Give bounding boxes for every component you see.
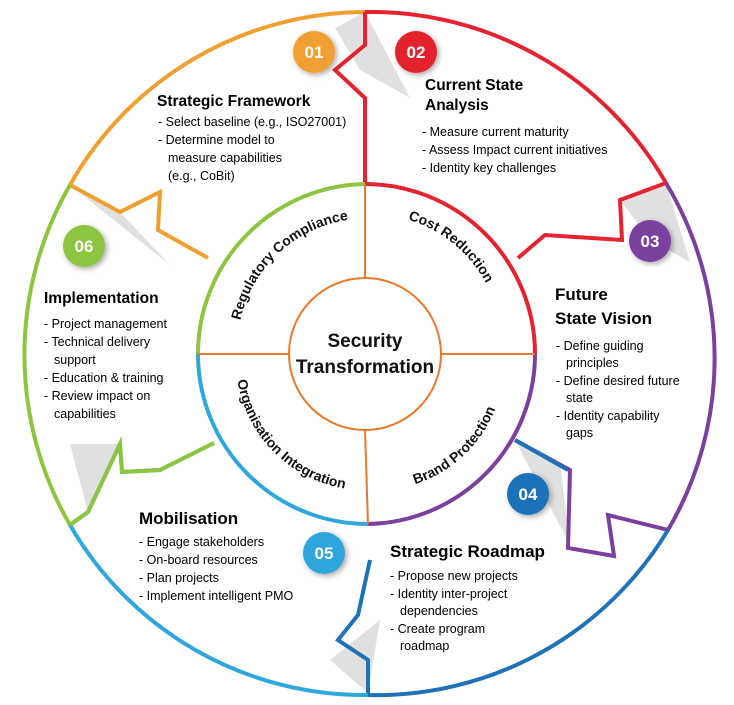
svg-text:state: state xyxy=(566,391,593,405)
segment-04-title: Strategic Roadmap xyxy=(390,542,545,561)
segment-01-text: Strategic Framework - Select baseline (e… xyxy=(157,93,346,183)
segment-01-title: Strategic Framework xyxy=(157,93,311,110)
segment-06-text: Implementation - Project management - Te… xyxy=(44,290,168,421)
svg-text:- Measure current maturity: - Measure current maturity xyxy=(422,125,569,139)
svg-text:(e.g., CoBit): (e.g., CoBit) xyxy=(168,169,235,183)
badge-05: 05 xyxy=(303,532,345,574)
svg-text:dependencies: dependencies xyxy=(400,604,478,618)
svg-text:measure capabilities: measure capabilities xyxy=(168,151,282,165)
segment-04-text: Strategic Roadmap - Propose new projects… xyxy=(390,542,545,653)
center-title-line1: Security xyxy=(328,331,403,352)
label-regulatory-compliance: Regulatory Compliance xyxy=(228,207,349,321)
svg-text:05: 05 xyxy=(315,544,334,563)
svg-text:06: 06 xyxy=(75,237,94,256)
segment-01-outline xyxy=(67,10,366,260)
svg-text:- Determine model to: - Determine model to xyxy=(158,133,275,147)
badge-02: 02 xyxy=(395,31,437,73)
label-organisation-integration: Organisation Integration xyxy=(234,378,347,492)
svg-text:- Education & training: - Education & training xyxy=(44,371,164,385)
svg-text:01: 01 xyxy=(305,43,324,62)
segment-05-title: Mobilisation xyxy=(139,509,238,528)
badge-04: 04 xyxy=(507,473,549,515)
middle-ring xyxy=(196,182,537,526)
svg-text:- Technical delivery: - Technical delivery xyxy=(44,335,151,349)
svg-text:03: 03 xyxy=(641,232,660,251)
inner-dividers xyxy=(198,184,535,525)
svg-text:State Vision: State Vision xyxy=(555,309,652,328)
center-title-line2: Transformation xyxy=(296,357,434,378)
badge-06: 06 xyxy=(63,225,105,267)
svg-text:- Implement intelligent PMO: - Implement intelligent PMO xyxy=(139,589,294,603)
svg-text:capabilities: capabilities xyxy=(54,407,116,421)
svg-text:- On-board resources: - On-board resources xyxy=(139,553,258,567)
label-cost-reduction: Cost Reduction xyxy=(407,207,497,285)
center-circle xyxy=(288,277,442,431)
svg-text:- Identity capability: - Identity capability xyxy=(556,409,660,423)
svg-text:principles: principles xyxy=(566,356,619,370)
segment-05-outline xyxy=(67,436,369,698)
svg-text:- Identity key challenges: - Identity key challenges xyxy=(422,161,556,175)
segment-03-outline xyxy=(514,181,717,559)
segment-02-title: Current State xyxy=(425,77,524,94)
svg-text:- Assess Impact current initia: - Assess Impact current initiatives xyxy=(422,143,607,157)
svg-text:- Propose new projects: - Propose new projects xyxy=(390,569,518,583)
svg-text:- Identity inter-project: - Identity inter-project xyxy=(390,587,508,601)
segment-06-outline xyxy=(22,184,215,527)
segment-03-title: Future xyxy=(555,285,608,304)
svg-text:support: support xyxy=(54,353,96,367)
svg-text:- Plan projects: - Plan projects xyxy=(139,571,219,585)
segment-02-outline xyxy=(331,9,669,260)
segment-04-outline xyxy=(335,438,670,698)
svg-text:- Define guiding: - Define guiding xyxy=(556,339,644,353)
svg-text:gaps: gaps xyxy=(566,426,593,440)
segment-06-title: Implementation xyxy=(44,290,159,307)
outer-ring xyxy=(22,9,717,698)
segment-03-text: Future State Vision - Define guiding pri… xyxy=(555,285,680,440)
svg-text:02: 02 xyxy=(407,43,426,62)
segment-05-text: Mobilisation - Engage stakeholders - On-… xyxy=(139,509,294,603)
svg-text:Analysis: Analysis xyxy=(425,97,489,114)
svg-text:04: 04 xyxy=(519,485,538,504)
svg-text:roadmap: roadmap xyxy=(400,639,449,653)
svg-text:- Select baseline (e.g., ISO27: - Select baseline (e.g., ISO27001) xyxy=(158,115,346,129)
badge-03: 03 xyxy=(629,220,671,262)
segment-02-text: Current State Analysis - Measure current… xyxy=(422,77,607,175)
badge-01: 01 xyxy=(293,31,335,73)
svg-text:- Create program: - Create program xyxy=(390,622,485,636)
svg-text:- Project management: - Project management xyxy=(44,317,168,331)
svg-text:- Review impact on: - Review impact on xyxy=(44,389,150,403)
svg-text:- Engage stakeholders: - Engage stakeholders xyxy=(139,535,264,549)
svg-text:- Define desired future: - Define desired future xyxy=(556,374,680,388)
